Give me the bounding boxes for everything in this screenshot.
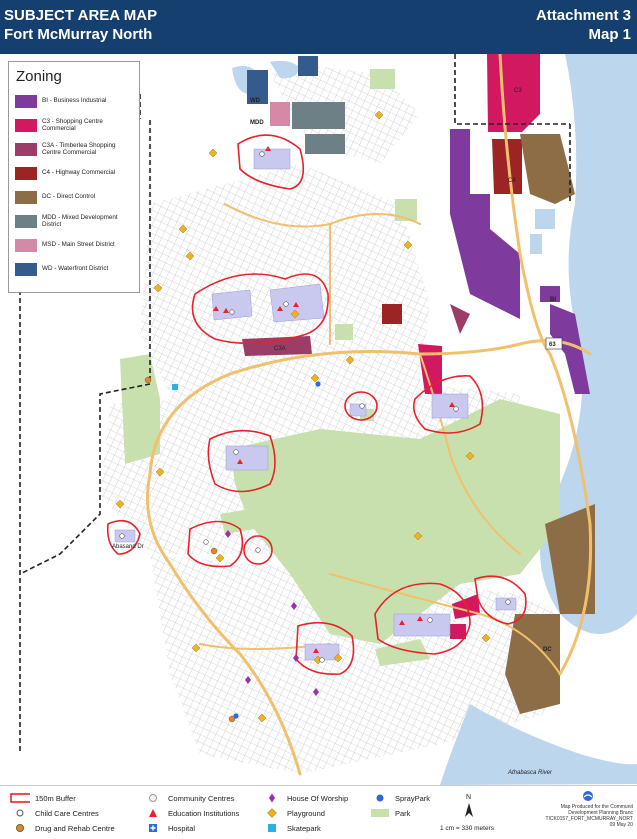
zoning-legend-item: C4 - Highway Commercial: [15, 161, 133, 185]
legend-buffer-label: 150m Buffer: [35, 793, 76, 803]
label-mdd: MDD: [250, 120, 264, 126]
playground-icon: [267, 808, 277, 818]
legend-worship: House Of Worship: [262, 793, 348, 803]
legend-hospital: Hospital: [143, 823, 195, 833]
legend-worship-label: House Of Worship: [287, 793, 349, 803]
zoning-label: C4 - Highway Commercial: [42, 169, 116, 177]
legend-skatepark: Skatepark: [262, 823, 321, 833]
municipality-logo-icon: [583, 791, 593, 801]
legend-education: Education Institutions: [143, 808, 239, 818]
legend-spraypark-label: SprayPark: [395, 793, 431, 803]
attachment-label: Attachment 3: [535, 7, 631, 24]
legend-hospital-label: Hospital: [168, 823, 196, 833]
drug-rehab-icon: [16, 824, 24, 832]
zoning-legend: Zoning BI - Business Industrial C3 - Shop…: [8, 61, 140, 293]
north-arrow-icon: [465, 803, 473, 817]
legend-park: Park: [370, 808, 410, 818]
park-swatch: [371, 809, 389, 817]
education-icon: [149, 809, 157, 817]
map-title: SUBJECT AREA MAP: [4, 7, 158, 24]
zoning-label: MSD - Main Street District: [42, 241, 115, 249]
scale-label: 1 cm = 330 meters: [440, 825, 495, 832]
legend-spraypark: SprayPark: [370, 793, 430, 803]
legend-child-care: Child Care Centres: [10, 808, 99, 818]
legend-park-label: Park: [395, 808, 411, 818]
legend-drug-rehab-label: Drug and Rehab Centre: [35, 823, 115, 833]
skatepark-icon: [268, 824, 276, 832]
worship-icon: [269, 793, 275, 803]
legend-buffer: 150m Buffer: [10, 793, 76, 803]
zoning-swatch: [15, 166, 37, 180]
zoning-legend-item: MDD - Mixed Development District: [15, 209, 133, 233]
label-river: Athabasca River: [507, 770, 553, 776]
community-centre-icon: [149, 794, 157, 802]
label-c3a: C3A: [274, 346, 286, 352]
legend-drug-rehab: Drug and Rehab Centre: [10, 823, 115, 833]
buffer-swatch: [10, 793, 30, 803]
zoning-swatch: [15, 214, 37, 228]
legend-education-label: Education Institutions: [168, 808, 240, 818]
legend-child-care-label: Child Care Centres: [35, 808, 99, 818]
school-sites: [114, 148, 517, 661]
subject-area-map[interactable]: WD MDD C3 C4 BI C3A DC 63 Athabasca Rive…: [0, 54, 637, 785]
credit-line3: TICK0157_FORT_MCMURRAY_NORT: [545, 816, 633, 822]
zoning-legend-item: C3 - Shopping Centre Commercial: [15, 113, 133, 137]
credit-line1: Map Produced for the Communit: [560, 804, 633, 810]
zoning-swatch: [15, 142, 37, 156]
hospital-icon: [149, 824, 157, 832]
map-number: Map 1: [588, 26, 631, 43]
north-label: N: [466, 794, 472, 801]
zoning-legend-item: MSD - Main Street District: [15, 233, 133, 257]
zoning-label: DC - Direct Control: [42, 193, 96, 201]
zoning-swatch: [15, 118, 37, 132]
parks: [120, 69, 560, 666]
buffers-150m[interactable]: [106, 134, 527, 676]
legend-community: Community Centres: [143, 793, 234, 803]
map-labels: WD MDD C3 C4 BI C3A DC 63 Athabasca Rive…: [112, 88, 563, 776]
legend-community-label: Community Centres: [168, 793, 235, 803]
zoning-polygons: [242, 54, 595, 714]
zoning-label: C3A - Timberlea Shopping Centre Commerci…: [42, 141, 116, 156]
zoning-swatch: [15, 190, 37, 204]
credit-line2: Development Planning Branc: [568, 810, 633, 816]
zoning-label: MDD - Mixed Development District: [42, 213, 118, 228]
highway-shield: [545, 337, 563, 350]
legend-title: Zoning: [16, 68, 62, 85]
credit-line4: 09 May 20: [609, 822, 633, 828]
zoning-swatch: [15, 262, 37, 276]
label-street: Abasand Dr: [112, 544, 144, 550]
map-header: SUBJECT AREA MAP Fort McMurray North Att…: [0, 0, 637, 54]
map-credit: Map Produced for the Communit Developmen…: [545, 804, 633, 828]
zoning-swatch: [15, 238, 37, 252]
child-care-icon: [16, 809, 24, 817]
label-bi: BI: [550, 297, 556, 303]
legend-playground: Playground: [262, 808, 325, 818]
label-c3: C3: [514, 88, 522, 94]
symbol-legend: 150m Buffer Child Care Centres Drug and …: [0, 785, 637, 839]
zoning-label: BI - Business Industrial: [42, 97, 107, 105]
label-dc: DC: [543, 647, 552, 653]
zoning-label: WD - Waterfront District: [42, 265, 109, 273]
legend-playground-label: Playground: [287, 808, 325, 818]
spraypark-icon: [376, 794, 384, 802]
label-wd: WD: [250, 98, 261, 104]
zoning-swatch: [15, 94, 37, 108]
zoning-legend-item: BI - Business Industrial: [15, 89, 133, 113]
label-highway: 63: [549, 342, 556, 348]
zoning-legend-item: DC - Direct Control: [15, 185, 133, 209]
label-c4: C4: [508, 178, 516, 184]
zoning-label: C3 - Shopping Centre Commercial: [42, 117, 103, 132]
map-subtitle: Fort McMurray North: [4, 26, 153, 43]
map-markers: [115, 110, 511, 723]
legend-skatepark-label: Skatepark: [287, 823, 321, 833]
right-boundary: [454, 54, 571, 204]
zoning-legend-item: WD - Waterfront District: [15, 257, 133, 281]
zoning-legend-item: C3A - Timberlea Shopping Centre Commerci…: [15, 137, 133, 161]
